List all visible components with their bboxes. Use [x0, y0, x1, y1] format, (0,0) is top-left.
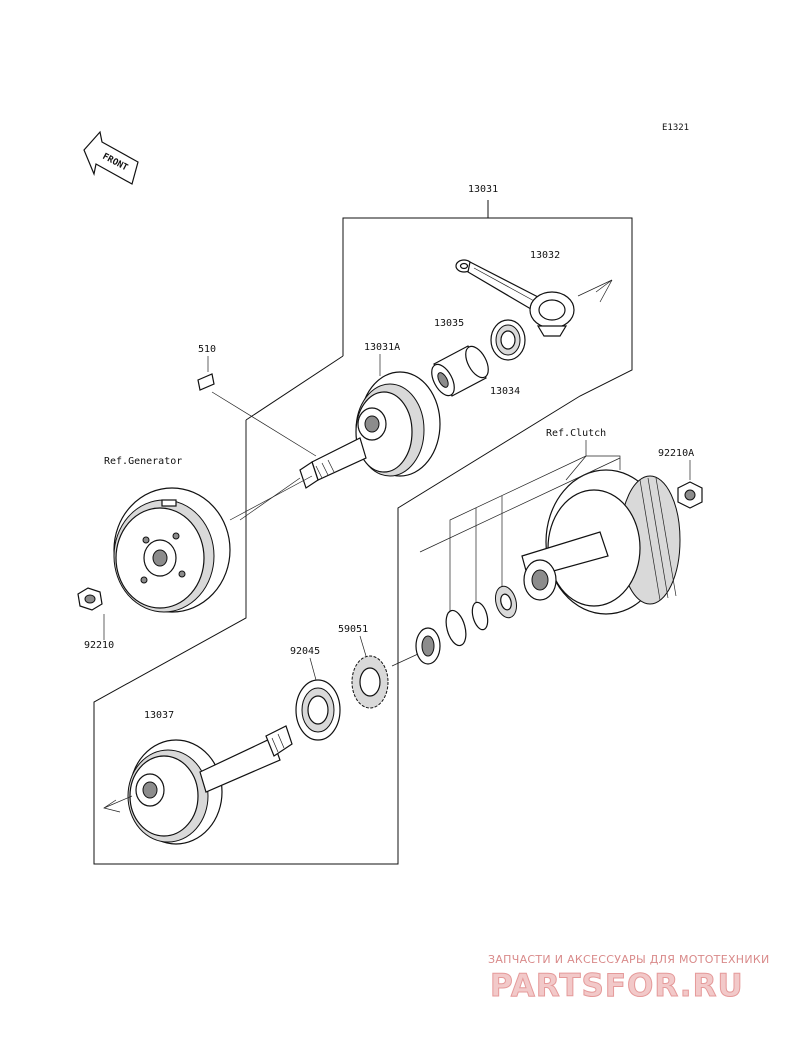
nut-92210-part — [77, 587, 103, 611]
front-arrow-icon: FRONT — [83, 130, 139, 185]
label-ref-generator: Ref.Generator — [104, 456, 182, 467]
label-92045: 92045 — [290, 646, 320, 657]
crank-pin-part — [431, 345, 489, 397]
oil-seal-part — [415, 627, 441, 665]
crankshaft-left-half-part — [239, 371, 441, 521]
generator-rotor-part — [113, 475, 313, 613]
crankshaft-right-half-part — [103, 725, 293, 845]
clutch-washers-part — [445, 585, 518, 647]
label-13034: 13034 — [490, 386, 520, 397]
label-13032: 13032 — [530, 250, 560, 261]
label-13035: 13035 — [434, 318, 464, 329]
label-13037: 13037 — [144, 710, 174, 721]
crankshaft-group-frame — [93, 200, 633, 865]
label-13031a: 13031A — [364, 342, 400, 353]
clutch-leader — [449, 440, 621, 620]
watermark-tagline: ЗАПЧАСТИ И АКСЕССУАРЫ ДЛЯ МОТОТЕХНИКИ — [488, 953, 770, 966]
connecting-rod-part — [455, 259, 613, 337]
label-59051: 59051 — [338, 624, 368, 635]
label-510: 510 — [198, 344, 216, 355]
diagram-code: E1321 — [662, 123, 689, 133]
label-ref-clutch: Ref.Clutch — [546, 428, 606, 439]
label-92210: 92210 — [84, 640, 114, 651]
woodruff-key-part — [197, 373, 317, 457]
clutch-assembly-part — [419, 457, 681, 615]
label-92210a: 92210A — [658, 448, 694, 459]
watermark-brand: PARTSFOR.RU — [490, 968, 744, 1004]
needle-bearing-part — [490, 319, 526, 361]
ball-bearing-part — [295, 679, 341, 741]
nut-92210a-part — [677, 481, 703, 509]
gear-59051-part — [351, 653, 419, 709]
label-13031: 13031 — [468, 184, 498, 195]
